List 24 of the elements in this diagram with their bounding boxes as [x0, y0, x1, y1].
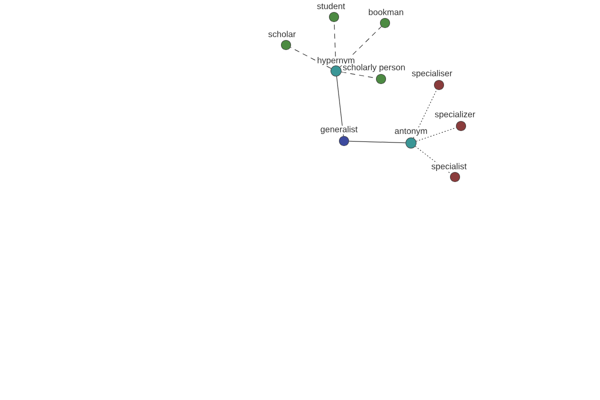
node-label: specializer [434, 110, 476, 120]
graph-node-circle [380, 18, 390, 28]
connector-line [340, 26, 382, 68]
connector-line [416, 127, 457, 142]
node-label: student [316, 2, 346, 10]
graph-node-circle [328, 12, 340, 22]
node-label: antonym [394, 128, 428, 136]
graph-node-circle [456, 120, 466, 132]
graph-node-circle [450, 172, 460, 182]
graph-node-circle [280, 40, 292, 50]
graph-node-circle [406, 138, 416, 148]
node-label: scholarly person [342, 64, 406, 72]
node-label: generalist [320, 126, 358, 134]
node-label: bookman [368, 8, 404, 16]
node-label: scholar [268, 30, 296, 38]
connector-line [348, 140, 406, 144]
node-label: specialist [431, 162, 467, 172]
connector-line [413, 89, 438, 138]
graph-node-circle [434, 80, 444, 90]
graph-node-circle [338, 136, 350, 146]
graph-node-circle [376, 74, 386, 84]
node-label: specialiser [411, 70, 453, 78]
connector-line [290, 47, 332, 69]
graph-node-circle [330, 66, 342, 76]
